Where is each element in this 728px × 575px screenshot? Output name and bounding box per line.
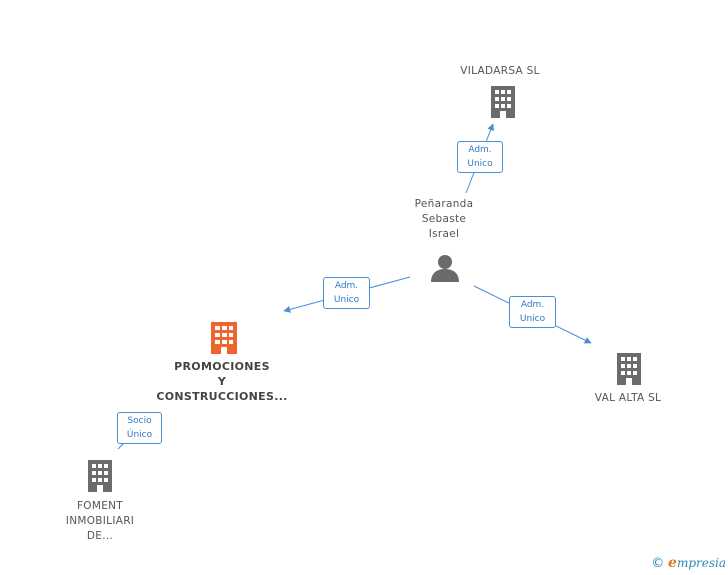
- foment-label[interactable]: FOMENT INMOBILIARI DE...: [50, 499, 150, 544]
- main-company-label[interactable]: PROMOCIONES Y CONSTRUCCIONES...: [150, 359, 294, 404]
- company-name-line: DE...: [86, 530, 114, 542]
- building-icon[interactable]: [488, 84, 518, 120]
- brand-e-letter: e: [668, 555, 677, 571]
- relation-badge-socio-unico[interactable]: Socio Único: [117, 412, 162, 444]
- valalta-label[interactable]: VAL ALTA SL: [594, 392, 662, 404]
- relation-role: Adm.: [520, 300, 545, 310]
- relation-type: Único: [126, 430, 153, 440]
- relation-role: Adm.: [334, 281, 359, 291]
- relation-role: Socio: [127, 416, 152, 426]
- relation-type: Unico: [467, 159, 493, 169]
- company-name-line: INMOBILIARI: [65, 515, 135, 527]
- person-icon[interactable]: [429, 253, 461, 283]
- company-name-line: Y: [217, 375, 227, 388]
- relation-badge-adm-unico[interactable]: Adm. Unico: [457, 141, 503, 173]
- relation-type: Unico: [519, 314, 546, 324]
- building-icon[interactable]: [614, 351, 644, 387]
- company-name-line: CONSTRUCCIONES...: [156, 390, 288, 403]
- company-name-line: PROMOCIONES: [174, 360, 270, 373]
- main-company-building-icon[interactable]: [208, 320, 240, 356]
- brand-name: mpresia: [676, 556, 726, 570]
- person-name-line: Israel: [428, 228, 460, 240]
- person-label[interactable]: Peñaranda Sebaste Israel: [394, 197, 494, 242]
- building-icon[interactable]: [85, 458, 115, 494]
- empresia-logo[interactable]: © empresia: [651, 555, 726, 571]
- person-name-line: Peñaranda: [414, 198, 474, 210]
- company-name-line: FOMENT: [76, 500, 124, 512]
- relation-role: Adm.: [468, 145, 492, 155]
- relation-badge-adm-unico[interactable]: Adm. Unico: [323, 277, 370, 309]
- viladarsa-label[interactable]: VILADARSA SL: [460, 65, 540, 77]
- relation-badge-adm-unico[interactable]: Adm. Unico: [509, 296, 556, 328]
- person-name-line: Sebaste: [421, 213, 467, 225]
- copyright-icon: ©: [651, 556, 665, 571]
- relation-type: Unico: [333, 295, 360, 305]
